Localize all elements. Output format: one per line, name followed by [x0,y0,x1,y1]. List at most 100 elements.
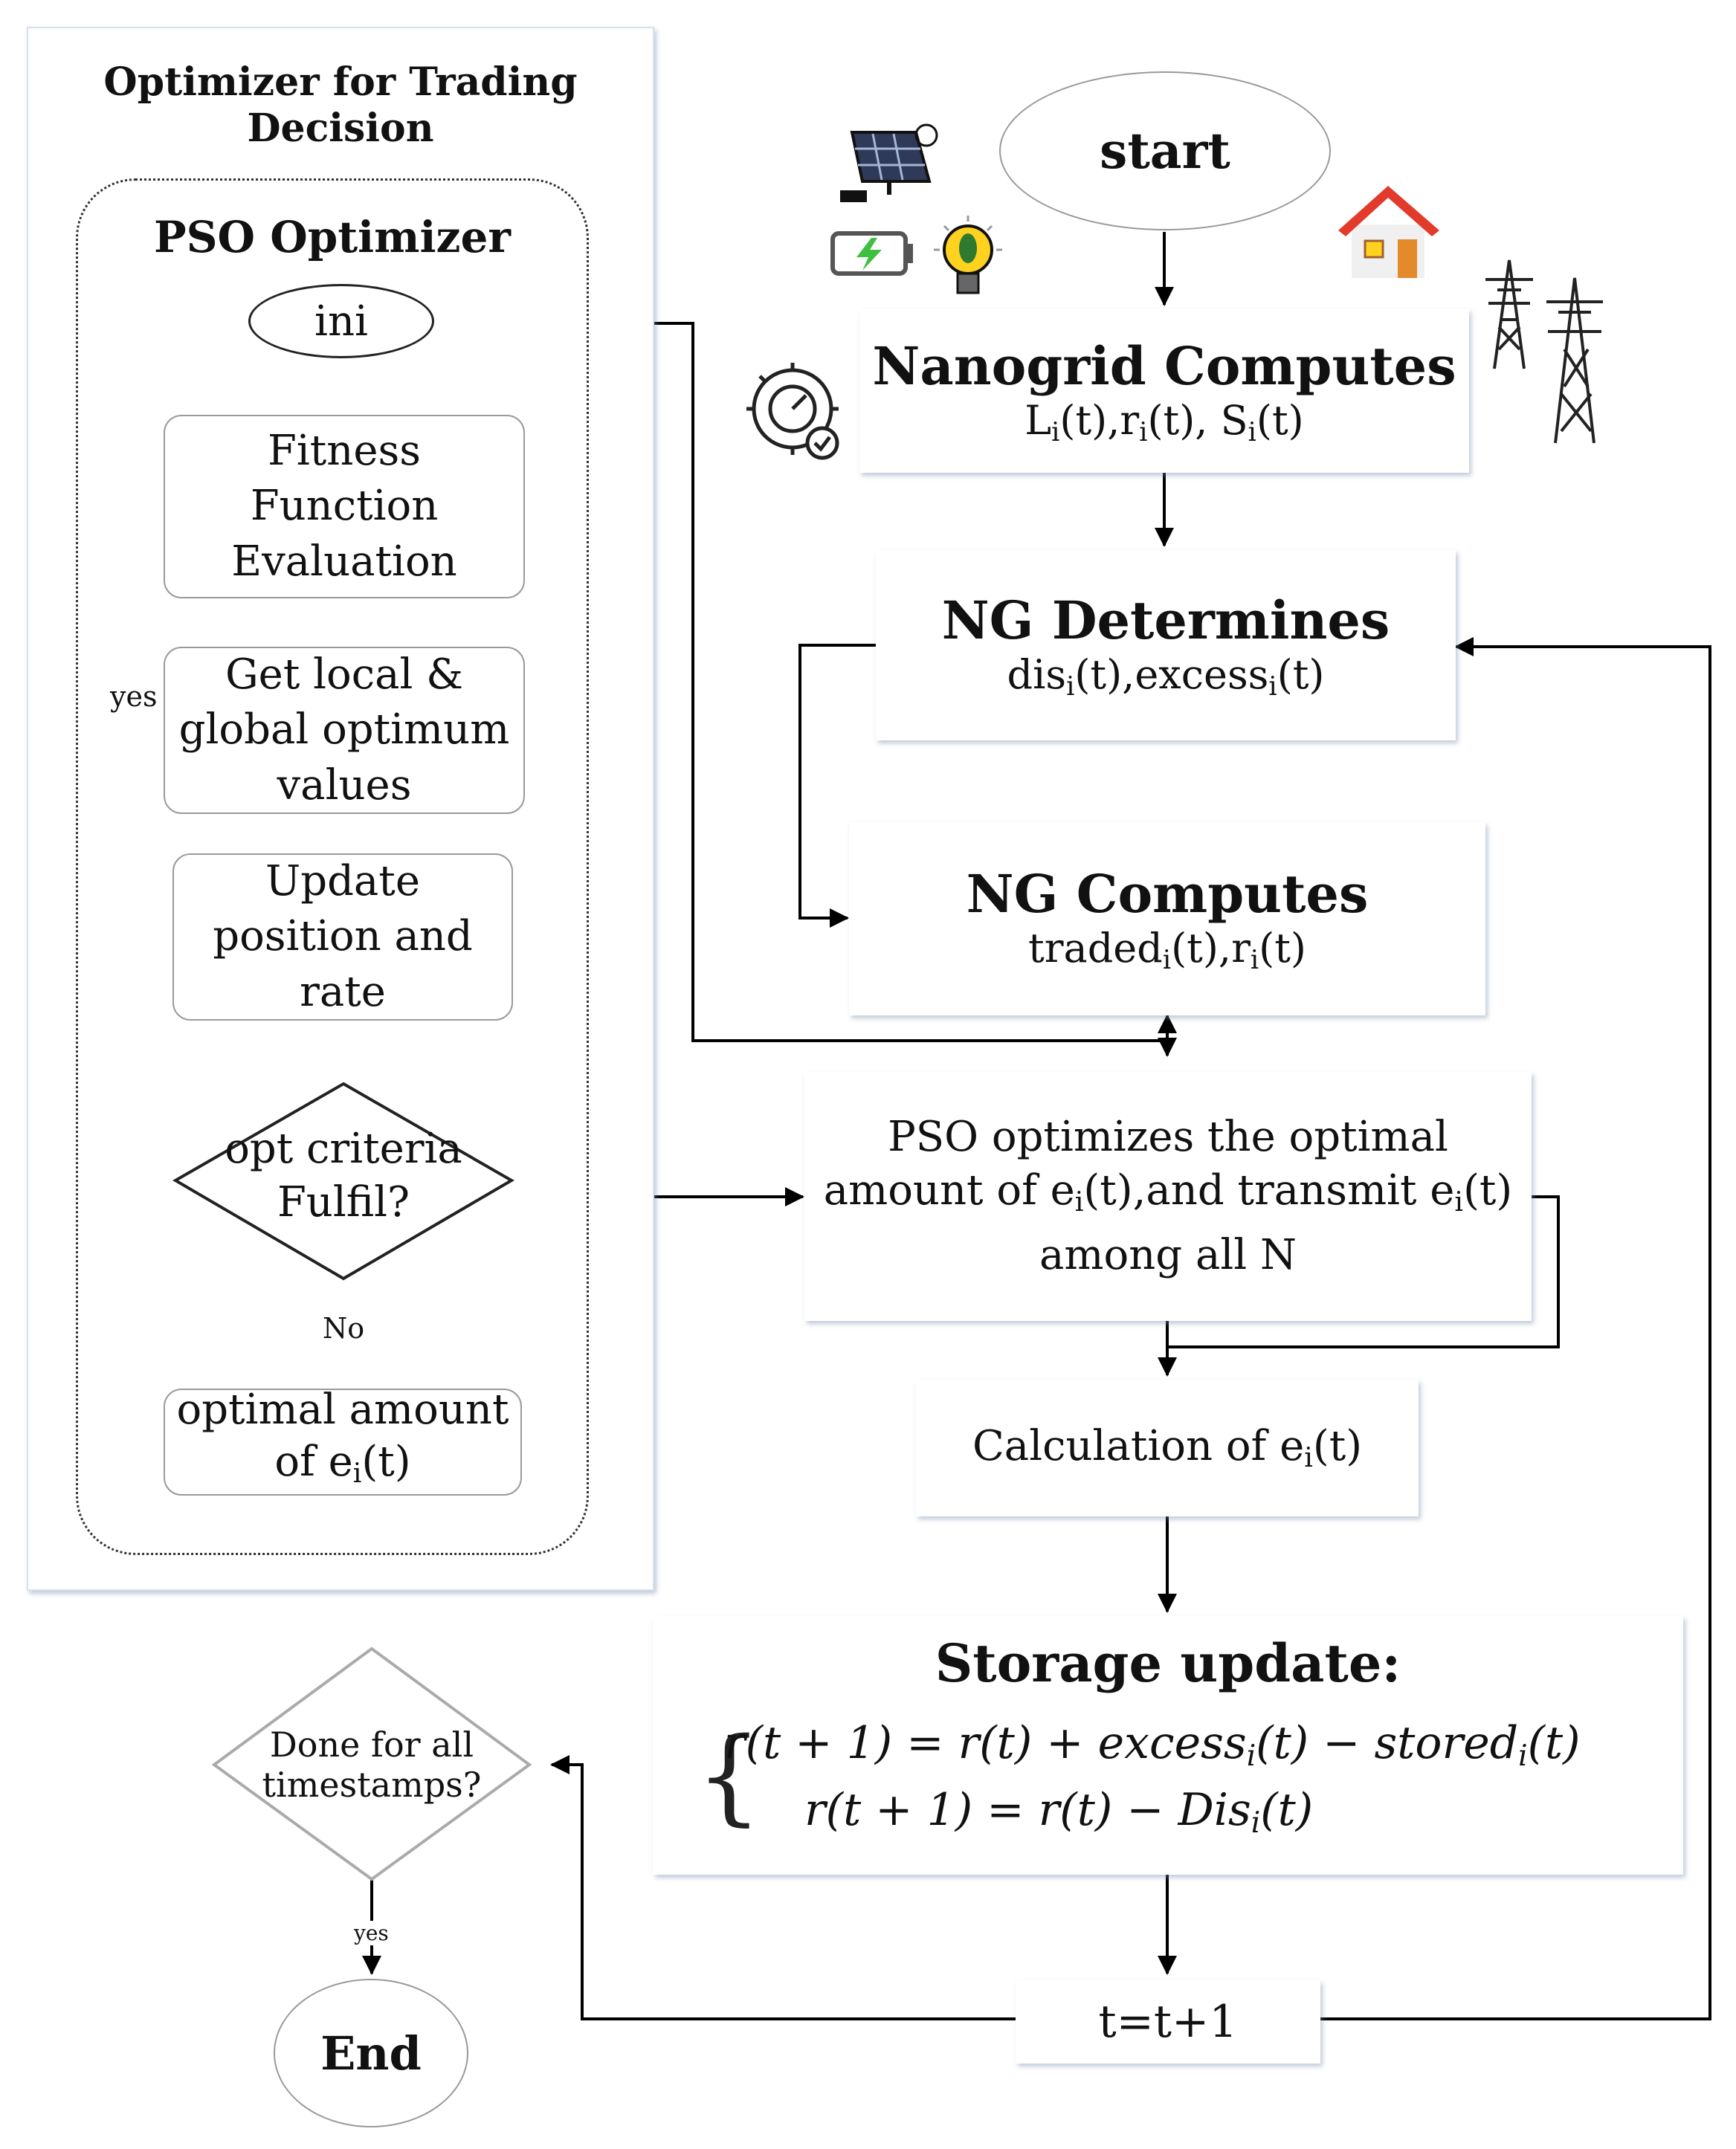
calc-i: i [1304,1441,1313,1474]
loop-pso-calc [1167,1195,1560,1348]
nanogrid-formula: Li(t),ri(t), Si(t) [1025,397,1303,447]
power-tower-icon [1485,259,1603,444]
brace-icon: { [696,1716,763,1837]
storage-eq1: r(t + 1) = r(t) + excessi(t) − storedi(t… [724,1717,1581,1773]
pso-i2: i [1454,1186,1464,1218]
eq1-a: r(t + 1) = r(t) + excess [724,1717,1247,1769]
start-ellipse: start [999,71,1331,230]
fitness-line1: Fitness [268,426,421,475]
pso-t: (t) [1463,1166,1513,1215]
optimal-suffix: (t) [361,1438,411,1487]
t-update-box: t=t+1 [1016,1980,1320,2064]
nf-sep2: , [1195,396,1221,444]
eq2-t: (t) [1260,1784,1314,1836]
optimal-sub: i [352,1457,362,1490]
pso-i1: i [1074,1186,1084,1218]
optimal-prefix: of e [274,1438,353,1487]
nf-L: L [1025,396,1052,444]
ngd-excess: excess [1135,650,1269,698]
eq1-i1: i [1246,1739,1256,1773]
ng-determines-title: NG Determines [941,589,1390,651]
eq2-i: i [1251,1806,1261,1840]
arrow-t-done [550,1755,1016,2020]
criteria-line2: Fulfil? [277,1178,410,1227]
ng-computes-box: NG Computes tradedi(t),ri(t) [849,822,1485,1015]
eq1-b: (t) − stored [1256,1717,1519,1769]
ngc-sep: , [1218,924,1232,972]
nf-i1: i [1051,416,1060,447]
solar-panel-icon [840,123,938,202]
nf-r: r [1120,396,1140,444]
ngc-traded: traded [1028,924,1163,972]
pso-optimizes-box: PSO optimizes the optimal amount of ei(t… [804,1072,1532,1321]
pso-line3: among all N [1039,1231,1297,1280]
ini-ellipse: ini [248,284,434,358]
fitness-line3: Evaluation [231,537,457,586]
local-global-line1: Get local & [225,650,464,699]
criteria-text: opt criteria Fulfil? [175,1122,512,1229]
no-label: No [320,1312,368,1345]
ngd-t1: (t) [1074,650,1123,698]
ng-determines-formula: disi(t),excessi(t) [1007,651,1325,702]
storage-title: Storage update: [935,1632,1401,1694]
local-global-line3: values [277,760,412,809]
nf-i3: i [1248,416,1256,447]
optimal-line1: optimal amount [176,1386,509,1435]
gear-gauge-icon [746,363,839,460]
update-position-box: Update position and rate [172,853,513,1021]
update-line2: position and [213,912,473,961]
yes-label-optimizer: yes [110,680,158,713]
calc-t: (t) [1312,1422,1363,1471]
ngd-sep: , [1122,650,1135,698]
ngc-t1: (t) [1171,924,1219,972]
house-icon [1338,186,1439,278]
optimizer-title-line1: Optimizer for Trading [103,59,578,105]
arrow-determines-computes [798,644,876,928]
calc-prefix: Calculation of e [972,1422,1305,1471]
update-line3: rate [300,967,386,1016]
ngc-i2: i [1250,944,1259,975]
ng-computes-title: NG Computes [966,862,1369,925]
done-line2: timestamps? [262,1765,482,1805]
local-global-box: Get local & global optimum values [164,647,525,814]
optimal-amount-box: optimal amount of ei(t) [164,1386,522,1499]
optimal-line2: of ei(t) [274,1436,410,1499]
ngd-i1: i [1066,670,1075,702]
pso-optimizer-container [76,178,589,1555]
done-text: Done for all timestamps? [253,1725,491,1805]
nf-t2: (t) [1147,396,1195,444]
eq1-i2: i [1518,1739,1528,1773]
calculation-box: Calculation of ei(t) [916,1380,1419,1516]
ngd-i2: i [1268,670,1277,702]
nf-t1: (t) [1059,396,1108,444]
nf-i2: i [1139,416,1148,447]
yes-label-done: yes [354,1921,389,1945]
ngc-r: r [1231,924,1251,972]
optimizer-title: Optimizer for Trading Decision [27,59,654,152]
nf-S: S [1220,396,1248,444]
storage-update-box: Storage update: { r(t + 1) = r(t) + exce… [653,1616,1683,1875]
nf-t3: (t) [1256,396,1304,444]
pso-line2-a: amount of e [823,1166,1075,1215]
ng-computes-formula: tradedi(t),ri(t) [1028,925,1306,975]
end-ellipse: End [274,1979,468,2127]
arrow-t-loop [1320,637,1711,2020]
pso-line2-b: (t),and transmit e [1083,1166,1455,1215]
ngd-dis: dis [1007,650,1067,698]
nanogrid-title: Nanogrid Computes [872,335,1456,397]
nf-sep1: , [1107,396,1120,444]
criteria-diamond [172,1082,514,1281]
pso-line1: PSO optimizes the optimal [888,1112,1448,1161]
ngd-t2: (t) [1277,650,1325,698]
nanogrid-computes-box: Nanogrid Computes Li(t),ri(t), Si(t) [859,309,1469,473]
ng-determines-box: NG Determines disi(t),excessi(t) [876,550,1456,740]
fitness-line2: Function [250,482,439,531]
done-line1: Done for all [269,1725,474,1765]
eq2-a: r(t + 1) = r(t) − Dis [804,1784,1251,1836]
fitness-evaluation-box: Fitness Function Evaluation [164,415,525,598]
ngc-t2: (t) [1259,924,1306,972]
battery-icon [830,231,913,276]
local-global-line2: global optimum [178,705,510,754]
